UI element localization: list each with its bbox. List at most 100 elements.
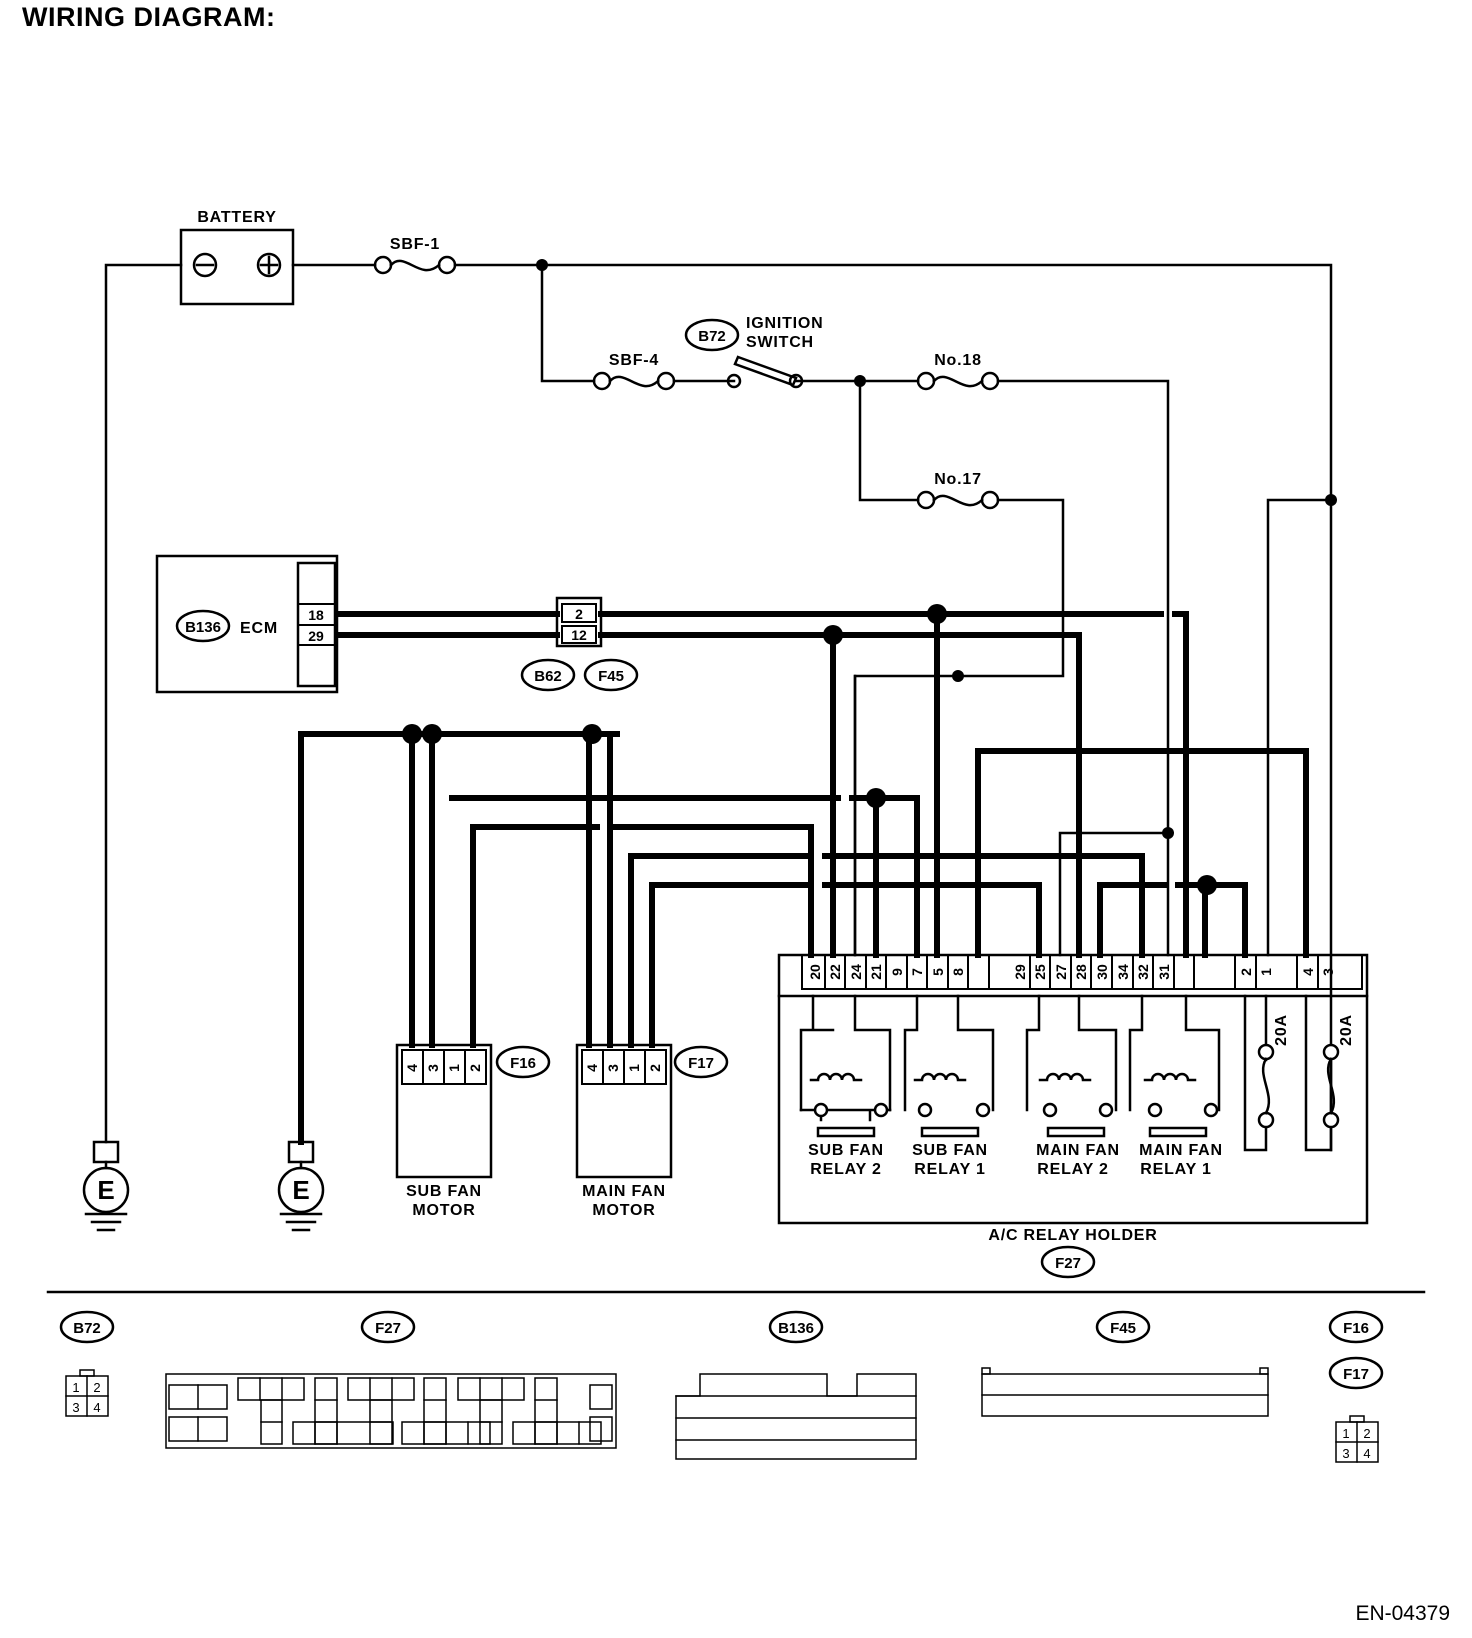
legend-b72-pin: 1 [72, 1380, 79, 1395]
fuse-sbf1 [373, 255, 457, 275]
legend-f45-face [981, 1367, 1269, 1417]
b62-pin-12: 12 [571, 627, 587, 643]
sub-fan-relay1-label-1: SUB FAN [912, 1142, 988, 1159]
sbf1-label: SBF-1 [390, 236, 440, 253]
relay-holder-pin: 24 [848, 964, 864, 980]
battery-negative-icon [192, 252, 218, 278]
relay-holder-pin: 4 [1300, 968, 1316, 976]
fuse-no17 [916, 490, 1000, 510]
relay-holder-pin: 34 [1115, 964, 1131, 980]
main-fan-relay1-label-1: MAIN FAN [1139, 1142, 1223, 1159]
sub-fan-relay2-label-2: RELAY 2 [810, 1161, 881, 1178]
sub-fan-relay1-label-2: RELAY 1 [914, 1161, 985, 1178]
ground-1-label: E [97, 1175, 114, 1205]
relay-holder-pin: 9 [889, 968, 905, 976]
fuse18-label: No.18 [934, 352, 982, 369]
f45-tag: F45 [598, 668, 624, 685]
ecm-code-tag: B136 [185, 619, 221, 636]
legend-b72-pin: 4 [93, 1400, 100, 1415]
ign-label-1: IGNITION [746, 315, 824, 332]
legend-f27-face [165, 1373, 617, 1449]
relay-holder-pin: 32 [1135, 964, 1151, 980]
relay-holder-pin: 1 [1258, 968, 1274, 976]
ecm-signal-wires [334, 611, 1189, 958]
legend-b72-face [65, 1369, 109, 1417]
sub-fan-motor [395, 1043, 493, 1179]
relay-holder-pin-dividers [824, 954, 1319, 990]
fan-motor-wiring [298, 731, 1309, 1145]
ecm-label: ECM [240, 620, 278, 637]
sub-motor-pin: 3 [425, 1064, 441, 1072]
ground-symbol-2 [277, 1140, 325, 1232]
junction-dots [402, 259, 1337, 895]
main-fan-relay1-label-2: RELAY 1 [1140, 1161, 1211, 1178]
ignition-switch [726, 355, 804, 389]
sub-fan-motor-label-2: MOTOR [412, 1202, 475, 1219]
fuse-20a-1 [1243, 994, 1275, 1152]
labels: BATTERY SBF-1 SBF-4 B72 IGNITION SWITCH … [72, 209, 1370, 1461]
diagram-code: EN-04379 [1355, 1602, 1450, 1625]
relay-holder-pin: 7 [909, 968, 925, 976]
relay-holder-pin: 25 [1032, 964, 1048, 980]
relay-holder-pin: 2 [1238, 968, 1254, 976]
legend-b72-pin: 2 [93, 1380, 100, 1395]
main-fan-motor [575, 1043, 673, 1179]
f16-tag: F16 [510, 1055, 536, 1072]
legend-f17-pin: 2 [1363, 1426, 1370, 1441]
battery-positive-icon [256, 252, 282, 278]
fuse-sbf4 [592, 371, 676, 391]
main-fan-motor-label-1: MAIN FAN [582, 1183, 666, 1200]
sub-motor-pin: 2 [467, 1064, 483, 1072]
relay-holder-pin: 27 [1053, 964, 1069, 980]
main-motor-pin: 2 [647, 1064, 663, 1072]
relay-holder-pin: 31 [1156, 964, 1172, 980]
ign-label-2: SWITCH [746, 334, 814, 351]
oval-tags [59, 318, 1384, 1390]
legend-b72-pin: 3 [72, 1400, 79, 1415]
legend-f27-tag: F27 [375, 1320, 401, 1337]
sub-motor-pin: 4 [404, 1064, 420, 1072]
legend-f17-face [1335, 1415, 1379, 1463]
f27-holder-tag: F27 [1055, 1255, 1081, 1272]
fuse-no18 [916, 371, 1000, 391]
battery-label: BATTERY [197, 209, 276, 226]
ground-symbol-1 [82, 1140, 130, 1232]
fuse17-label: No.17 [934, 471, 982, 488]
ecm-box [155, 554, 339, 694]
main-motor-pin: 4 [584, 1064, 600, 1072]
legend-f17-tag: F17 [1343, 1366, 1369, 1383]
legend-b72-tag: B72 [73, 1320, 101, 1337]
page-title: WIRING DIAGRAM: [22, 2, 276, 32]
main-fan-relay2-label-2: RELAY 2 [1037, 1161, 1108, 1178]
main-motor-pin: 3 [605, 1064, 621, 1072]
relay-holder-pin: 21 [868, 964, 884, 980]
fuse-20a-2 [1304, 994, 1340, 1152]
sub-motor-pin: 1 [446, 1064, 462, 1072]
b62-tag: B62 [534, 668, 562, 685]
sub-fan-relay-2 [799, 994, 892, 1138]
sbf4-label: SBF-4 [609, 352, 659, 369]
ecm-pin-18: 18 [308, 607, 324, 623]
sub-fan-motor-label-1: SUB FAN [406, 1183, 482, 1200]
main-fan-relay-1 [1128, 994, 1221, 1138]
ign-code-tag: B72 [698, 328, 726, 345]
relay-holder-pin: 8 [950, 968, 966, 976]
legend-f16-tag: F16 [1343, 1320, 1369, 1337]
sub-fan-relay-1 [903, 994, 995, 1138]
legend-f45-tag: F45 [1110, 1320, 1136, 1337]
battery [179, 228, 295, 306]
legend-f17-pin: 4 [1363, 1446, 1370, 1461]
fuse-20a-1-label: 20A [1273, 1014, 1290, 1046]
relay-holder-pin: 30 [1094, 964, 1110, 980]
main-fan-motor-label-2: MOTOR [592, 1202, 655, 1219]
legend-b136-tag: B136 [778, 1320, 814, 1337]
ecm-pin-29: 29 [308, 628, 324, 644]
relay-holder-label: A/C RELAY HOLDER [988, 1227, 1157, 1244]
main-fan-relay-2 [1025, 994, 1118, 1138]
legend-f17-pin: 3 [1342, 1446, 1349, 1461]
f17-tag: F17 [688, 1055, 714, 1072]
relay-holder-pin: 22 [827, 964, 843, 980]
relay-holder-pin: 28 [1073, 964, 1089, 980]
